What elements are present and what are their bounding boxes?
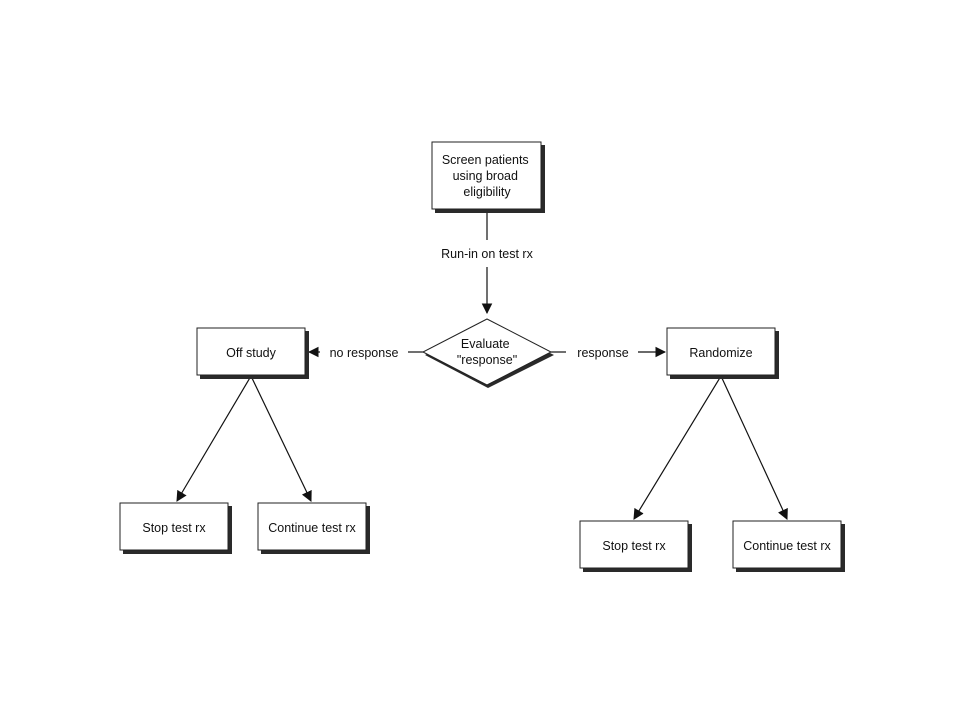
node-continue-left: Continue test rx <box>257 502 370 554</box>
edge-label-response: response <box>577 346 628 360</box>
node-stop-left-label: Stop test rx <box>142 521 206 535</box>
node-evaluate-line-2: "response" <box>457 353 517 367</box>
node-screen-line-1: Screen patients <box>442 153 529 167</box>
svg-text:Evaluate "response": Evaluate "response" <box>457 337 517 367</box>
edge-off-study-to-continue <box>250 375 312 502</box>
node-continue-right-label: Continue test rx <box>743 539 831 553</box>
edge-off-study-to-stop <box>176 375 252 502</box>
node-evaluate-line-1: Evaluate <box>461 337 510 351</box>
edge-randomize-to-stop <box>633 375 722 520</box>
edges: Run-in on test rx no response response <box>176 210 788 520</box>
edge-label-run-in: Run-in on test rx <box>441 247 533 261</box>
node-stop-left: Stop test rx <box>119 502 232 554</box>
node-off-study-label: Off study <box>226 346 277 360</box>
edge-randomize-to-continue <box>720 375 788 520</box>
node-off-study: Off study <box>196 327 309 379</box>
node-stop-right-label: Stop test rx <box>602 539 666 553</box>
node-randomize: Randomize <box>666 327 779 379</box>
node-screen-line-3: eligibility <box>463 185 511 199</box>
node-continue-right: Continue test rx <box>732 520 845 572</box>
svg-text:Screen patients using: Screen patients using broad eligibility <box>442 153 532 199</box>
node-randomize-label: Randomize <box>689 346 752 360</box>
node-screen-patients: Screen patients using broad eligibility <box>431 141 545 213</box>
nodes: Screen patients using broad eligibility … <box>119 141 845 572</box>
edge-label-no-response: no response <box>330 346 399 360</box>
node-evaluate-response: Evaluate "response" <box>421 318 554 388</box>
node-stop-right: Stop test rx <box>579 520 692 572</box>
node-screen-line-2: using broad <box>453 169 518 183</box>
node-continue-left-label: Continue test rx <box>268 521 356 535</box>
